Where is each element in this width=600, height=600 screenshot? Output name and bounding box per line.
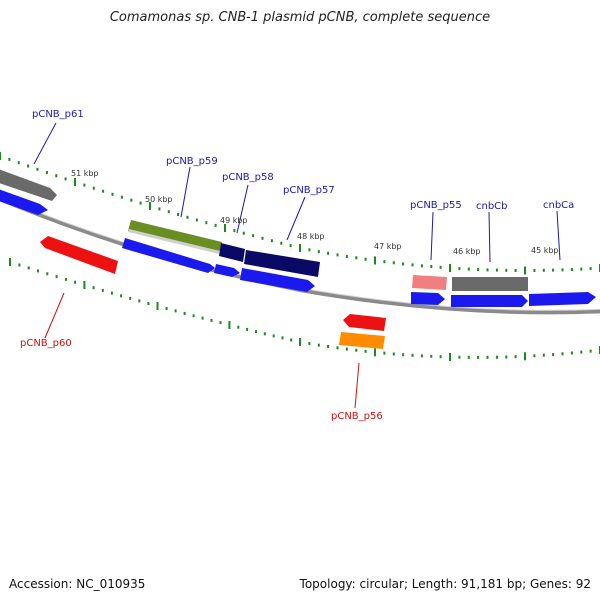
- gene-pCNB_p55-lower[interactable]: [411, 292, 445, 305]
- gene-cnbCb-lower[interactable]: [451, 295, 528, 307]
- tick-label-47: 47 kbp: [374, 242, 402, 251]
- gene-cnbCb-upper[interactable]: [452, 277, 528, 291]
- label-pCNB_p56[interactable]: pCNB_p56: [331, 411, 383, 422]
- gene-pCNB_p59-lower[interactable]: [122, 238, 215, 273]
- label-pCNB_p61[interactable]: pCNB_p61: [32, 109, 84, 120]
- label-leaders-blue: [33, 122, 561, 263]
- label-leaders-red: [44, 292, 360, 409]
- map-summary-text: Topology: circular; Length: 91,181 bp; G…: [299, 577, 591, 591]
- gene-pCNB_p58-lower[interactable]: [214, 264, 240, 277]
- gene-pCNB_p61-upper[interactable]: [0, 166, 57, 201]
- gene-track-forward: [0, 186, 596, 307]
- label-pCNB_p55[interactable]: pCNB_p55: [410, 200, 462, 211]
- tick-label-48: 48 kbp: [297, 232, 325, 241]
- gene-pCNB_p58-upper[interactable]: [219, 243, 245, 262]
- tick-label-51: 51 kbp: [71, 169, 99, 178]
- tick-label-46: 46 kbp: [453, 247, 481, 256]
- inner-tick-ring: [9, 258, 600, 361]
- tick-label-45: 45 kbp: [531, 246, 559, 255]
- gene-pCNB_p56-red[interactable]: [343, 314, 386, 331]
- tick-label-49: 49 kbp: [220, 216, 248, 225]
- gene-pCNB_p61-lower[interactable]: [0, 186, 48, 215]
- outer-tick-ring: [0, 152, 600, 275]
- label-pCNB_p59[interactable]: pCNB_p59: [166, 156, 218, 167]
- accession-text: Accession: NC_010935: [9, 577, 146, 591]
- gene-pCNB_p59-upper[interactable]: [128, 220, 222, 253]
- label-cnbCb[interactable]: cnbCb: [476, 201, 508, 212]
- gene-cnbCa-lower[interactable]: [529, 292, 596, 306]
- map-title: Comamonas sp. CNB-1 plasmid pCNB, comple…: [109, 10, 491, 25]
- gene-track-upper: [0, 166, 528, 291]
- label-pCNB_p60[interactable]: pCNB_p60: [20, 338, 72, 349]
- gene-pCNB_p57-upper[interactable]: [244, 250, 320, 277]
- gene-pCNB_p55-upper[interactable]: [412, 275, 447, 290]
- label-pCNB_p58[interactable]: pCNB_p58: [222, 172, 274, 183]
- gene-pCNB_p60[interactable]: [40, 236, 118, 274]
- label-pCNB_p57[interactable]: pCNB_p57: [283, 185, 335, 196]
- tick-label-50: 50 kbp: [145, 195, 173, 204]
- gene-pCNB_p57-lower[interactable]: [240, 268, 315, 292]
- label-cnbCa[interactable]: cnbCa: [543, 200, 574, 211]
- gene-pCNB_p56-orange[interactable]: [339, 332, 385, 349]
- gene-track-reverse: [40, 236, 386, 349]
